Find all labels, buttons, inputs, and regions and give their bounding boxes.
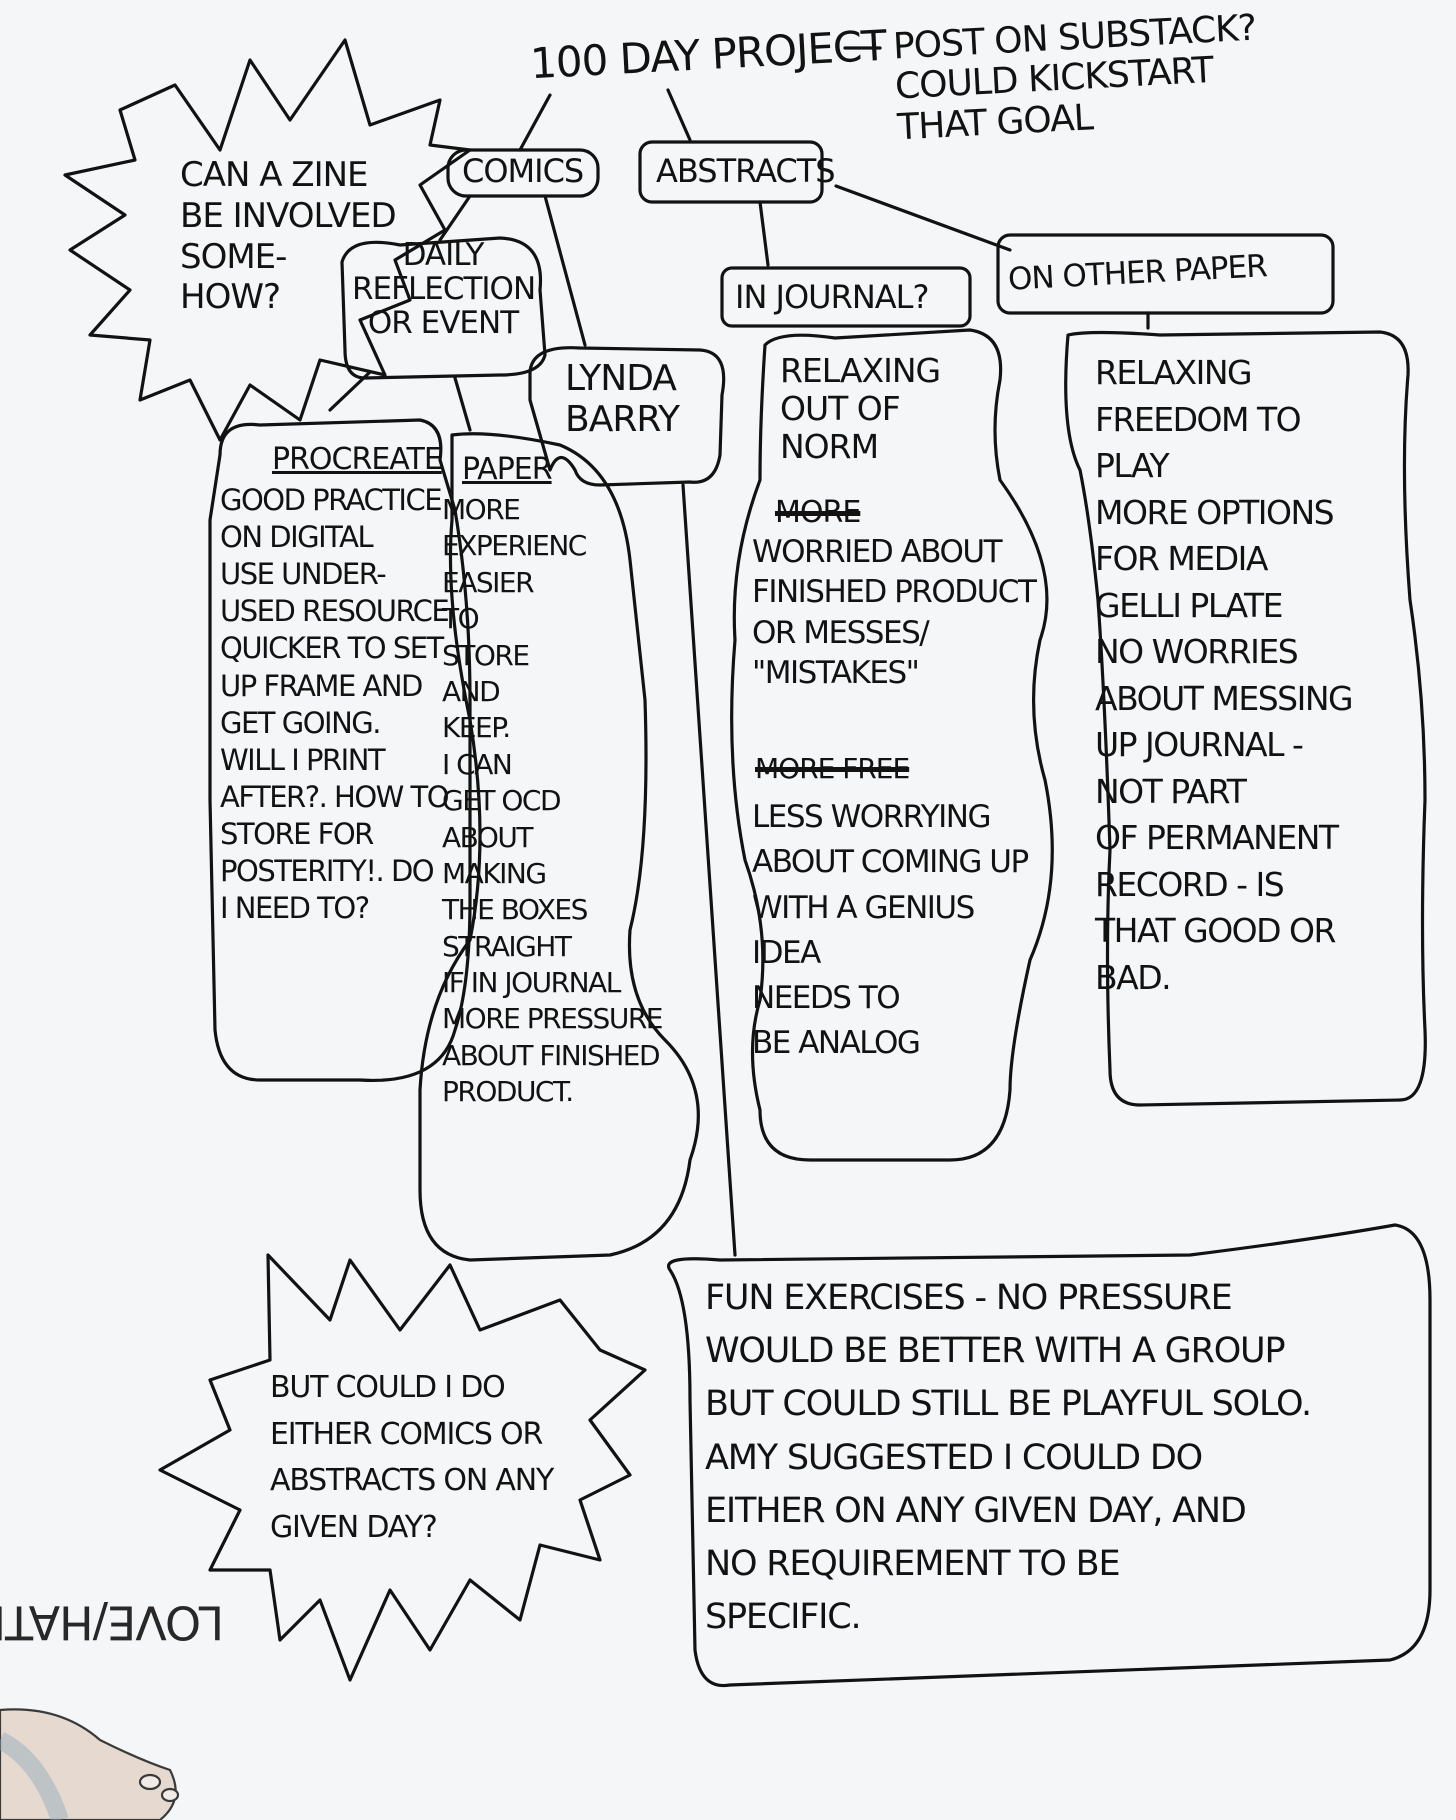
other-paper-body: RELAXING FREEDOM TO PLAY MORE OPTIONS FO… [1095,350,1410,1001]
paper-heading: PAPER [462,452,552,487]
corner-text: LOVE/HATE [0,1595,224,1649]
lynda-to-note-line [683,485,735,1255]
in-journal-body-mid: WORRIED ABOUT FINISHED PRODUCT OR MESSES… [752,532,1035,693]
in-journal-body-end: LESS WORRYING ABOUT COMING UP WITH A GEN… [752,795,1028,1067]
title-to-comics-line [520,95,550,150]
abstracts-label: ABSTRACTS [656,153,835,191]
abstracts-to-other-paper-line [836,186,1010,250]
substack-note: POST ON SUBSTACK? COULD KICKSTART THAT G… [892,9,1261,149]
in-journal-body-top: RELAXING OUT OF NORM [780,352,940,466]
in-journal-label: IN JOURNAL? [735,279,928,317]
either-question: BUT COULD I DO EITHER COMICS OR ABSTRACT… [270,1365,553,1551]
comics-label: COMICS [462,153,583,191]
lynda-barry-label: LYNDA BARRY [565,358,679,441]
daily-reflection-label: DAILY REFLECTION OR EVENT [352,238,534,340]
in-journal-struck-more-free: MORE FREE [755,752,909,785]
title-to-abstracts-line [668,90,690,140]
comics-to-lynda-line [545,196,585,345]
lynda-barry-note: FUN EXERCISES - NO PRESSURE WOULD BE BET… [705,1272,1415,1644]
abstracts-to-in-journal-line [760,202,768,265]
in-journal-struck-more: MORE [775,495,860,530]
procreate-heading: PROCREATE [272,442,442,477]
paper-body: MORE EXPERIENC EASIER TO STORE AND KEEP.… [442,492,662,1111]
comics-to-daily-line [440,196,470,240]
procreate-body: GOOD PRACTICE ON DIGITAL USE UNDER- USED… [220,482,448,927]
daily-to-procreate-line [330,372,370,410]
daily-to-paper-line [455,378,470,430]
